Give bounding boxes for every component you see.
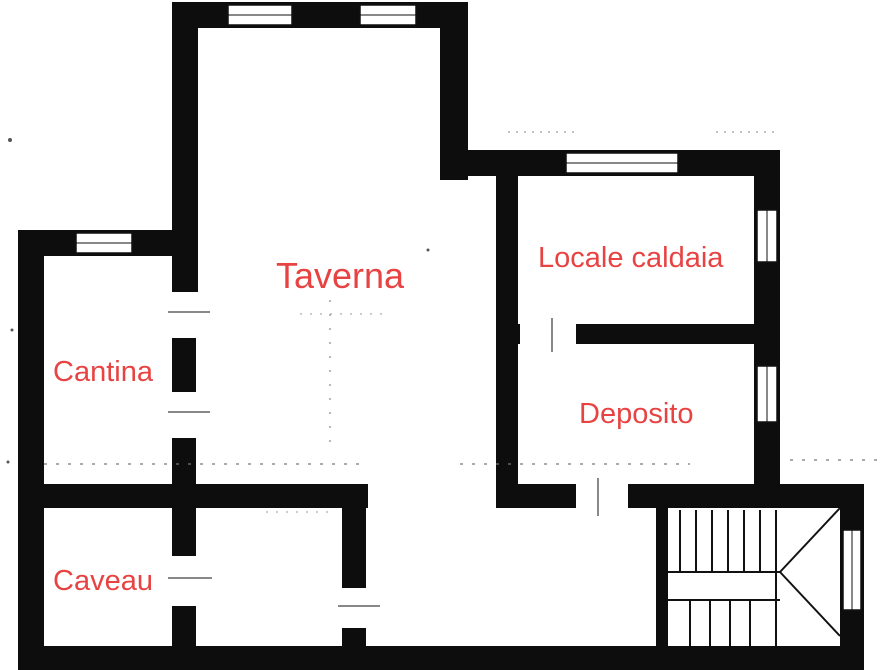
dotted-lines — [6, 131, 880, 513]
room-label-caveau: Caveau — [53, 565, 153, 597]
windows — [75, 4, 862, 611]
staircase — [668, 507, 841, 646]
room-label-taverna: Taverna — [276, 255, 405, 296]
room-label-deposito: Deposito — [579, 398, 694, 430]
doors — [168, 292, 628, 628]
room-label-locale-caldaia: Locale caldaia — [538, 242, 724, 274]
room-label-cantina: Cantina — [53, 356, 153, 388]
